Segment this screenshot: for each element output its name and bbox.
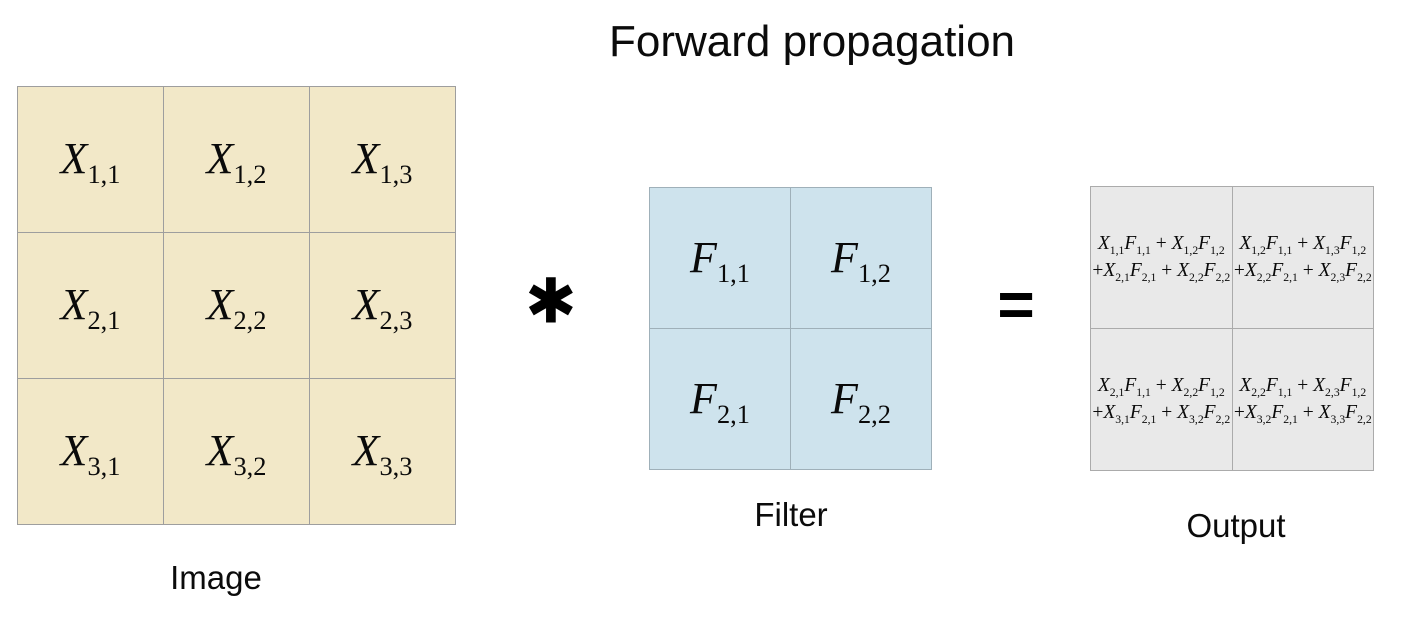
grid-cell: X2,1 bbox=[18, 233, 163, 378]
grid-cell: X3,1 bbox=[18, 379, 163, 524]
grid-cell: F1,2 bbox=[791, 188, 931, 328]
cell-expression-line: X1,2F1,1 + X1,3F1,2 bbox=[1239, 232, 1367, 257]
convolution-asterisk-operator: ✱ bbox=[525, 264, 577, 338]
grid-cell: X1,1F1,1 + X1,2F1,2+X2,1F2,1 + X2,2F2,2 bbox=[1091, 187, 1232, 328]
grid-cell: X2,3 bbox=[310, 233, 455, 378]
diagram-title: Forward propagation bbox=[608, 17, 1016, 66]
cell-expression-line: F1,2 bbox=[831, 232, 891, 288]
cell-expression-line: X1,3 bbox=[352, 134, 413, 189]
cell-expression-line: X2,1 bbox=[60, 280, 121, 335]
cell-expression-line: X2,2 bbox=[206, 280, 267, 335]
grid-cell: X2,2F1,1 + X2,3F1,2+X3,2F2,1 + X3,3F2,2 bbox=[1232, 329, 1373, 470]
grid-cell: X1,2F1,1 + X1,3F1,2+X2,2F2,1 + X2,3F2,2 bbox=[1232, 187, 1373, 328]
cell-expression-line: X2,2F1,1 + X2,3F1,2 bbox=[1239, 374, 1367, 399]
cell-expression-line: X2,3 bbox=[352, 280, 413, 335]
grid-cell: X1,2 bbox=[164, 87, 309, 232]
cell-expression-line: X3,1 bbox=[60, 426, 121, 481]
cell-expression-line: +X2,1F2,1 + X2,2F2,2 bbox=[1092, 259, 1231, 284]
grid-cell: F2,1 bbox=[650, 329, 790, 469]
grid-cell: F1,1 bbox=[650, 188, 790, 328]
cell-expression-line: +X2,2F2,1 + X2,3F2,2 bbox=[1233, 259, 1372, 284]
grid-cell: X1,3 bbox=[310, 87, 455, 232]
cell-expression-line: X3,3 bbox=[352, 426, 413, 481]
cell-expression-line: F2,2 bbox=[831, 373, 891, 429]
grid-cell: X2,1F1,1 + X2,2F1,2+X3,1F2,1 + X3,2F2,2 bbox=[1091, 329, 1232, 470]
grid-cell: X3,2 bbox=[164, 379, 309, 524]
cell-expression-line: +X3,1F2,1 + X3,2F2,2 bbox=[1092, 401, 1231, 426]
cell-expression-line: F1,1 bbox=[690, 232, 750, 288]
grid-cell: X1,1 bbox=[18, 87, 163, 232]
cell-expression-line: F2,1 bbox=[690, 373, 750, 429]
cell-expression-line: +X3,2F2,1 + X3,3F2,2 bbox=[1233, 401, 1372, 426]
equals-sign: = bbox=[997, 268, 1035, 340]
output-label: Output bbox=[1186, 507, 1286, 544]
cell-expression-line: X2,1F1,1 + X2,2F1,2 bbox=[1097, 374, 1225, 399]
grid-cell: F2,2 bbox=[791, 329, 931, 469]
cell-expression-line: X1,2 bbox=[206, 134, 267, 189]
cell-expression-line: X1,1F1,1 + X1,2F1,2 bbox=[1097, 232, 1225, 257]
grid-cell: X2,2 bbox=[164, 233, 309, 378]
image-label: Image bbox=[170, 559, 262, 596]
cell-expression-line: X3,2 bbox=[206, 426, 267, 481]
cell-expression-line: X1,1 bbox=[60, 134, 121, 189]
filter-label: Filter bbox=[754, 496, 828, 533]
grid-cell: X3,3 bbox=[310, 379, 455, 524]
